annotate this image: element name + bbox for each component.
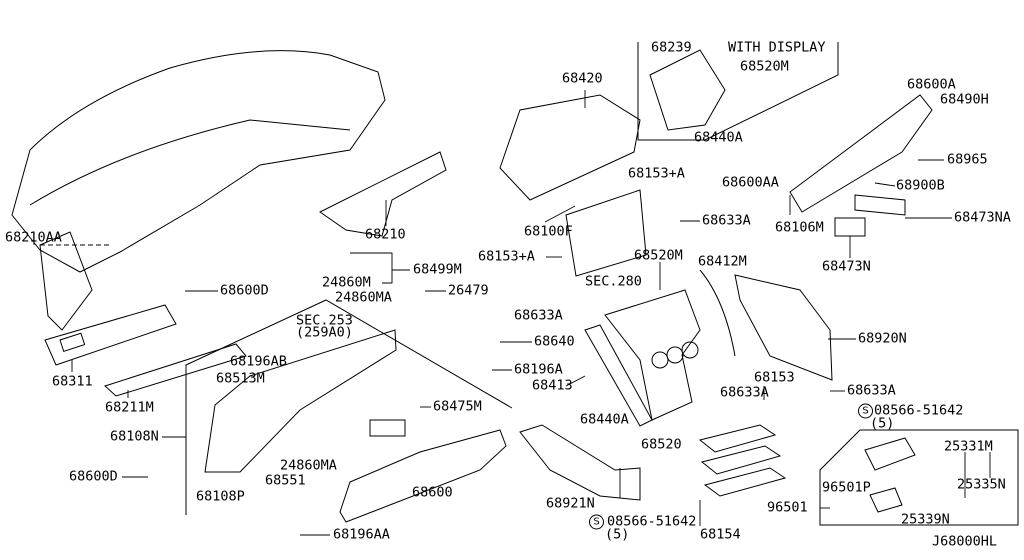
part-label: J68000HL	[932, 533, 998, 550]
with-display-box	[637, 42, 839, 141]
part-68211M	[104, 343, 247, 397]
part-label: 68600D	[69, 468, 118, 485]
part-label: 68154	[700, 526, 741, 543]
part-label: 68965	[947, 151, 988, 168]
part-96501-box	[819, 429, 1019, 526]
part-label: 68600AA	[722, 174, 779, 191]
radio-unit-2	[700, 445, 782, 475]
inner-box	[185, 299, 513, 515]
part-label: 68633A	[514, 307, 563, 324]
part-label: 68412M	[698, 253, 747, 270]
part-68600	[339, 429, 507, 523]
part-label: 96501P	[822, 479, 871, 496]
radio-unit-3	[703, 467, 787, 497]
screw-symbol-icon: S	[589, 514, 604, 530]
part-label: 68633A	[720, 384, 769, 401]
part-96501-unit	[864, 437, 916, 471]
part-68920N	[734, 274, 833, 381]
part-68412M	[699, 269, 736, 357]
part-68413	[584, 324, 653, 427]
part-label: 68196AA	[333, 526, 390, 543]
part-label: 25339N	[901, 511, 950, 528]
part-68520M	[565, 189, 647, 277]
part-68420	[499, 94, 641, 201]
part-label: SEC.253	[296, 312, 353, 329]
part-label: 24860MA	[280, 457, 337, 474]
part-label: 68520M	[740, 58, 789, 75]
side-panel	[39, 231, 93, 331]
part-label: 68490H	[940, 91, 989, 108]
part-label: 68473N	[822, 258, 871, 275]
part-label: 68600A	[907, 76, 956, 93]
part-label: 68153+A	[478, 248, 535, 265]
part-label: (5)	[605, 526, 630, 543]
part-68475M	[369, 419, 406, 437]
part-label: 08566-51642	[874, 402, 964, 419]
part-label: 68520M	[634, 247, 683, 264]
part-label: 68920N	[858, 330, 907, 347]
part-label: 25331M	[944, 438, 993, 455]
part-label: 96501	[767, 499, 808, 516]
part-label: 68900B	[896, 177, 945, 194]
part-label: 68413	[532, 377, 573, 394]
part-label: SEC.280	[585, 273, 642, 290]
part-label: 68153+A	[628, 165, 685, 182]
part-label: 24860M	[322, 274, 371, 291]
part-68520	[604, 289, 701, 421]
part-96501P	[869, 487, 903, 513]
part-label: 68311	[52, 373, 93, 390]
part-label: 68106M	[775, 219, 824, 236]
part-label: 68211M	[105, 399, 154, 416]
part-label: 68475M	[433, 398, 482, 415]
part-label: 24860MA	[335, 289, 392, 306]
part-label: 68633A	[702, 212, 751, 229]
part-label: 68239	[651, 39, 692, 56]
leader-lines	[33, 90, 991, 536]
part-label: 68440A	[580, 411, 629, 428]
part-label: (259A0)	[296, 324, 353, 341]
part-label: 68499M	[413, 261, 462, 278]
part-label: 08566-51642	[607, 513, 697, 530]
part-label: 68473NA	[954, 209, 1011, 226]
instrument-panel	[11, 50, 386, 273]
vent-grille	[59, 332, 86, 353]
part-label: 68108N	[110, 428, 159, 445]
part-label: 68513M	[216, 370, 265, 387]
part-label: 68520	[641, 436, 682, 453]
part-label: 68640	[534, 333, 575, 350]
part-label: 68196AB	[230, 353, 287, 370]
part-label: WITH DISPLAY	[728, 39, 826, 56]
part-label: 68108P	[196, 488, 245, 505]
part-label: 68921N	[546, 495, 595, 512]
part-label: 68420	[562, 70, 603, 87]
part-68921N	[519, 424, 641, 501]
part-68473NA	[854, 194, 906, 216]
part-label: 68600	[412, 484, 453, 501]
radio-unit-1	[698, 424, 777, 453]
part-label: 68153	[754, 369, 795, 386]
part-label: 68100F	[524, 223, 573, 240]
part-68108P	[204, 329, 397, 473]
part-label: 25335N	[957, 476, 1006, 493]
part-label: 68210AA	[5, 229, 62, 246]
screw-symbol-icon: S	[858, 403, 873, 419]
part-68106M	[789, 94, 933, 213]
part-label: 68196A	[514, 361, 563, 378]
part-label: (5)	[870, 415, 895, 432]
part-label: 68600D	[220, 282, 269, 299]
part-label: 68551	[265, 472, 306, 489]
part-label: 68440A	[694, 129, 743, 146]
part-68311	[44, 304, 177, 366]
part-label: 68210	[365, 226, 406, 243]
part-label: 68633A	[847, 382, 896, 399]
part-68210	[319, 151, 447, 237]
instrument-panel-inner	[29, 119, 351, 206]
part-label: 26479	[448, 282, 489, 299]
part-68520M-display-variant	[649, 49, 726, 131]
part-68473N	[834, 217, 866, 237]
